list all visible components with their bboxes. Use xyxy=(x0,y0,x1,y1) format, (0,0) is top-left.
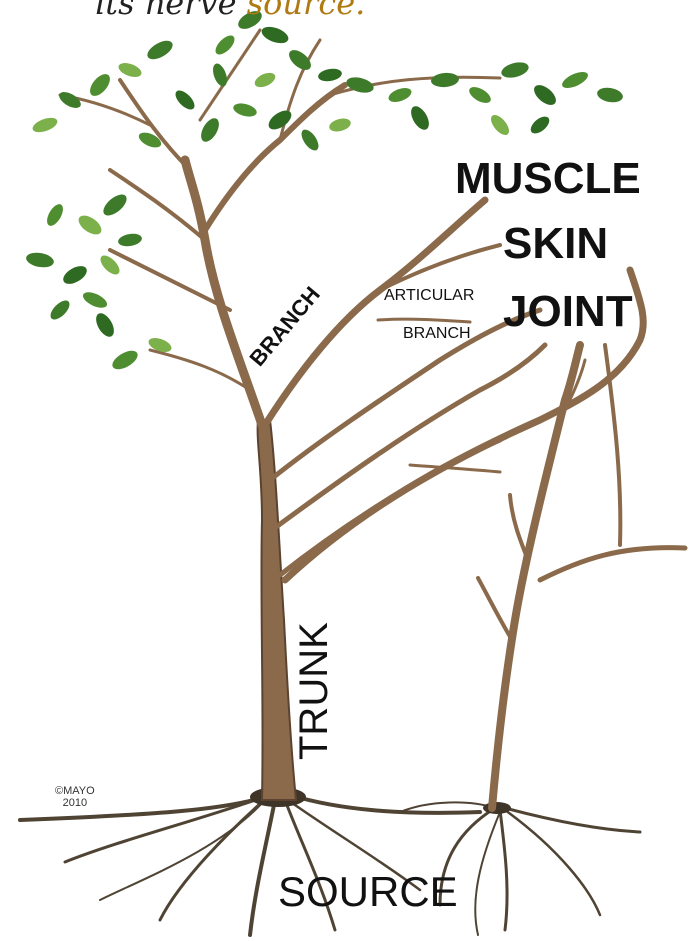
copyright-owner: ©MAYO xyxy=(55,785,95,797)
caption-accent: source. xyxy=(247,0,366,22)
label-muscle: MUSCLE xyxy=(455,157,641,201)
copyright-mark: ©MAYO 2010 xyxy=(55,785,95,809)
label-skin: SKIN xyxy=(503,222,608,266)
caption-line: its nerve source. xyxy=(95,0,365,22)
second-tree xyxy=(478,345,685,808)
label-articular-branch: BRANCH xyxy=(403,326,471,342)
label-articular: ARTICULAR xyxy=(384,288,474,304)
caption-text: its nerve xyxy=(95,0,237,22)
label-trunk: TRUNK xyxy=(294,622,334,760)
label-joint: JOINT xyxy=(503,290,633,334)
copyright-year: 2010 xyxy=(55,797,95,809)
label-source: SOURCE xyxy=(278,871,458,913)
